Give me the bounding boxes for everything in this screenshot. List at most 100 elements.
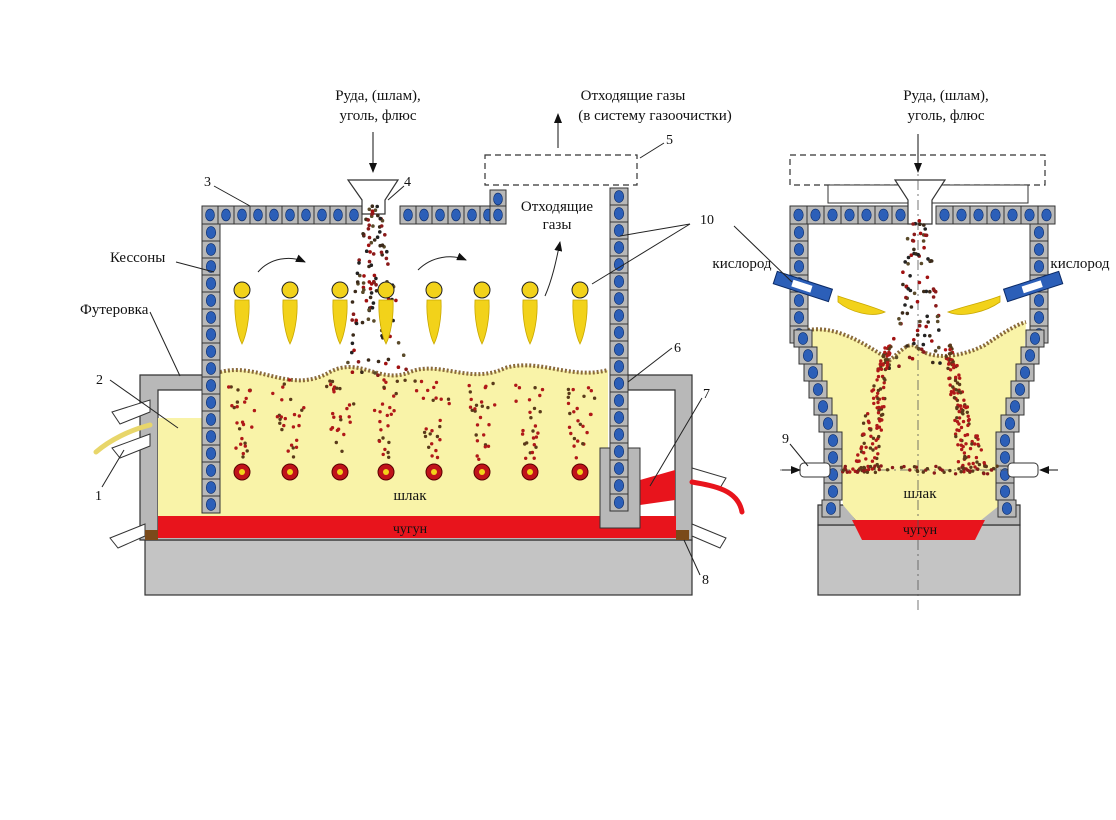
bath-droplet [938, 467, 943, 471]
caisson-cell [609, 442, 629, 461]
bath-droplet [912, 465, 917, 469]
feed-particle [938, 361, 942, 365]
bath-droplet [873, 470, 878, 475]
bottom-tuyere [372, 378, 407, 481]
gas-flow-arrow-3 [544, 241, 563, 297]
bath-droplet [959, 443, 963, 447]
bath-droplet [934, 464, 938, 469]
bath-droplet [957, 389, 961, 394]
caisson-cell [415, 205, 433, 225]
oxygen-lance-right [946, 270, 1064, 315]
caisson-cell [329, 205, 347, 225]
bath-droplet [943, 348, 948, 352]
bath-droplet [960, 447, 964, 452]
bath-droplet [942, 470, 946, 474]
feed-particle [922, 333, 927, 338]
leader-2 [109, 379, 179, 429]
feed-particle [915, 328, 920, 333]
bath-droplet [883, 350, 887, 354]
feed-particle [376, 359, 381, 364]
feed-particle [368, 295, 373, 300]
feed-particle [897, 364, 901, 369]
caisson-cell [808, 380, 828, 399]
slag-spout-lower [111, 433, 151, 459]
bath-droplet [878, 362, 883, 366]
bath-droplet [949, 392, 953, 397]
bath-droplet [870, 389, 874, 393]
caisson-cell [609, 204, 629, 223]
caisson-cell [798, 346, 818, 365]
bath-droplet [861, 421, 866, 425]
bath-droplet [848, 470, 852, 474]
bottom-spout-right [691, 523, 727, 549]
bath-droplet [947, 362, 951, 366]
left-caisson-walls [201, 187, 629, 514]
bath-droplet [955, 381, 960, 385]
feed-particle [361, 232, 365, 236]
feed-particle [372, 279, 376, 284]
feed-particle [909, 305, 914, 309]
side-tuyere-left [799, 462, 831, 478]
bath-droplet [870, 442, 875, 446]
bath-droplet [881, 412, 885, 417]
caisson-cell [609, 221, 629, 240]
caisson-cell [609, 493, 629, 512]
feed-particle [366, 218, 371, 222]
feed-particle [371, 252, 376, 256]
caisson-cell [1029, 257, 1049, 276]
feed-particle [354, 318, 359, 323]
feed-particle [396, 341, 401, 345]
bath-droplet [879, 464, 883, 468]
bath-droplet [961, 419, 966, 424]
bath-droplet [873, 456, 877, 460]
bath-droplet [876, 400, 880, 405]
feed-particle [926, 257, 930, 261]
bath-droplet [962, 451, 967, 455]
num-1: 1 [95, 489, 102, 504]
bath-droplet [889, 345, 893, 349]
bath-droplet [877, 425, 882, 429]
caisson-cell [447, 205, 465, 225]
caisson-cell [891, 205, 910, 225]
bath-droplet [879, 367, 884, 371]
caisson-cell [1029, 308, 1049, 327]
caisson-cell [609, 323, 629, 342]
bath-droplet [946, 366, 950, 371]
bath-droplet [881, 363, 885, 367]
bath-droplet [885, 468, 890, 472]
bath-droplet [876, 367, 881, 371]
bath-droplet [959, 470, 963, 474]
feed-particle [378, 243, 383, 248]
feed-particle [376, 213, 380, 218]
right-slag-bath [808, 322, 1026, 525]
feed-particle [396, 365, 401, 370]
feed-particle [351, 333, 356, 337]
feed-particle [364, 298, 369, 303]
caisson-cell [609, 408, 629, 427]
bath-droplet [879, 359, 883, 363]
feed-particle [910, 356, 915, 361]
caisson-cell [789, 240, 809, 259]
bath-droplet [855, 470, 860, 474]
bath-droplet [961, 466, 965, 470]
leader-futerovka [149, 311, 181, 377]
bath-droplet [962, 470, 966, 474]
caisson-cell [986, 205, 1005, 225]
bath-droplet [861, 469, 866, 473]
feed-particle [922, 350, 926, 354]
bath-droplet [878, 387, 883, 391]
feed-particle [370, 306, 375, 310]
feed-particle [912, 291, 917, 296]
bath-droplet [888, 351, 892, 356]
caisson-cell [789, 308, 809, 327]
bath-droplet [864, 445, 868, 449]
tap-plug-right [676, 530, 689, 540]
bath-droplet [876, 374, 881, 379]
feed-particle [928, 334, 932, 338]
bath-droplet [870, 459, 875, 463]
caisson-cell [201, 325, 221, 344]
bath-droplet [975, 460, 979, 464]
feed-particle [368, 286, 373, 291]
feed-particle [367, 223, 372, 227]
feed-particle [384, 361, 388, 366]
